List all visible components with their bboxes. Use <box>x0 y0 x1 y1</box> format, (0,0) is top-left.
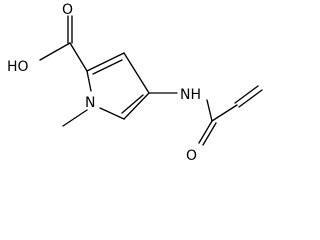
atom-ring-nitrogen-label: N <box>85 95 95 111</box>
bond-c2-c3-inner <box>92 59 123 75</box>
bond-c3-c4 <box>123 52 150 94</box>
bond-c2-carboxyl-c <box>69 42 88 72</box>
atom-amide-oxygen-label: O <box>186 148 197 164</box>
bond-amide-c-o-double-a <box>198 120 213 144</box>
bond-vinyl-double-b <box>238 89 263 108</box>
atom-hydroxyl-label: HO <box>7 59 29 75</box>
bond-carboxyl-c-oh <box>39 42 71 61</box>
bond-n1-c2 <box>86 70 92 92</box>
bond-vinyl-double-a <box>234 85 259 104</box>
molecule-structure-diagram: HO O N NH O <box>7 2 263 164</box>
bond-c2-c3 <box>86 52 125 72</box>
bond-amide-c-o-double-b <box>202 122 217 146</box>
bond-c4-c5 <box>123 92 150 120</box>
bond-c5-n1 <box>99 107 125 120</box>
bond-nh-carbonyl-c <box>206 99 213 122</box>
bond-n1-methyl <box>62 109 88 127</box>
bond-c4-c5-inner <box>121 94 144 114</box>
bond-carbonyl-c-vinyl-c <box>211 104 238 122</box>
atom-carbonyl-oxygen-acid-label: O <box>62 2 73 18</box>
atom-amide-nitrogen-label: NH <box>180 87 201 103</box>
